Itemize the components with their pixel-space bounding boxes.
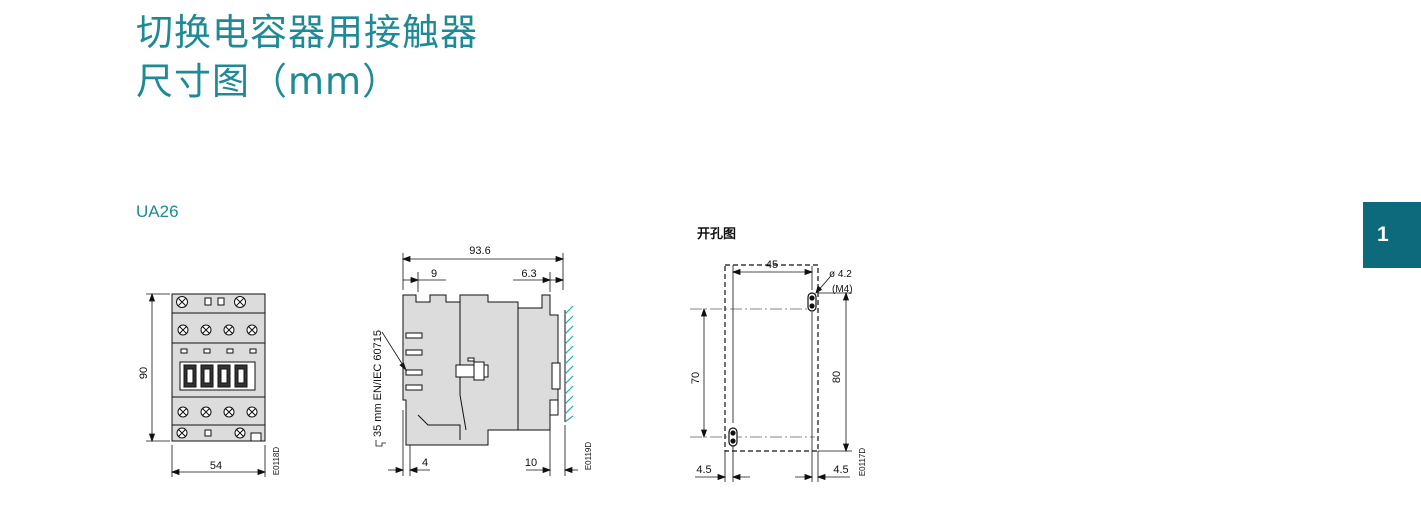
cutout-centerlines [690, 308, 815, 438]
rail-label-leader [375, 331, 407, 447]
mounting-hole-bottom [728, 427, 738, 447]
cutout-outline [724, 264, 819, 452]
top-width-dimension [731, 265, 814, 423]
side-view-drawing: 93.6 9 6.3 35 mm EN/IE [372, 245, 593, 476]
bottom-left-dimension-label: 4 [422, 457, 428, 469]
rail-standard-label: 35 mm EN/IEC 60715 [372, 330, 384, 437]
cutout-ref-code: E0117D [858, 448, 867, 477]
left-height-label: 70 [690, 372, 702, 384]
top-dimensions [401, 253, 565, 292]
bottom-offset-dimensions [695, 312, 850, 482]
hole-diameter-label: ø 4.2 [829, 269, 852, 280]
cutout-title: 开孔图 [697, 227, 737, 242]
top-terminal-block [172, 296, 265, 314]
right-height-dimension [818, 291, 852, 453]
bottom-right-offset-label: 4.5 [833, 464, 848, 476]
bottom-right-dimension-label: 10 [525, 457, 537, 469]
lower-screw-row [172, 396, 265, 442]
width-dimension-label: 54 [210, 460, 222, 472]
left-step-label: 9 [431, 268, 437, 280]
left-height-dimension [700, 307, 708, 439]
height-dimension-label: 90 [138, 367, 150, 379]
right-height-label: 80 [831, 371, 843, 383]
contact-window [179, 361, 256, 391]
model-label: UA26 [136, 202, 179, 221]
front-ref-code: E0118D [272, 447, 281, 476]
top-width-label: 45 [766, 259, 778, 271]
section-tab[interactable]: 1 [1363, 202, 1421, 268]
bottom-left-offset-label: 4.5 [696, 464, 711, 476]
upper-screw-row [172, 324, 265, 354]
page-title: 切换电容器用接触器 [136, 11, 478, 54]
width-dimension [170, 445, 267, 477]
bottom-dimensions [388, 410, 578, 476]
din-rail-mount [564, 305, 574, 423]
hole-thread-label: (M4) [832, 284, 853, 295]
page-subtitle: 尺寸图（mm） [136, 60, 401, 103]
height-dimension [146, 292, 170, 443]
right-step-label: 6.3 [521, 268, 536, 280]
hole-leader [815, 276, 831, 294]
mounting-hole-top [807, 292, 817, 312]
total-depth-label: 93.6 [469, 245, 490, 257]
front-view-drawing: 90 54 E0118D [138, 292, 281, 477]
side-ref-code: E0119D [584, 442, 593, 471]
contactor-side-body [402, 294, 561, 446]
cutout-drawing: 45 ø 4.2 (M4) 70 80 4.5 4.5 E0117D [690, 259, 867, 482]
